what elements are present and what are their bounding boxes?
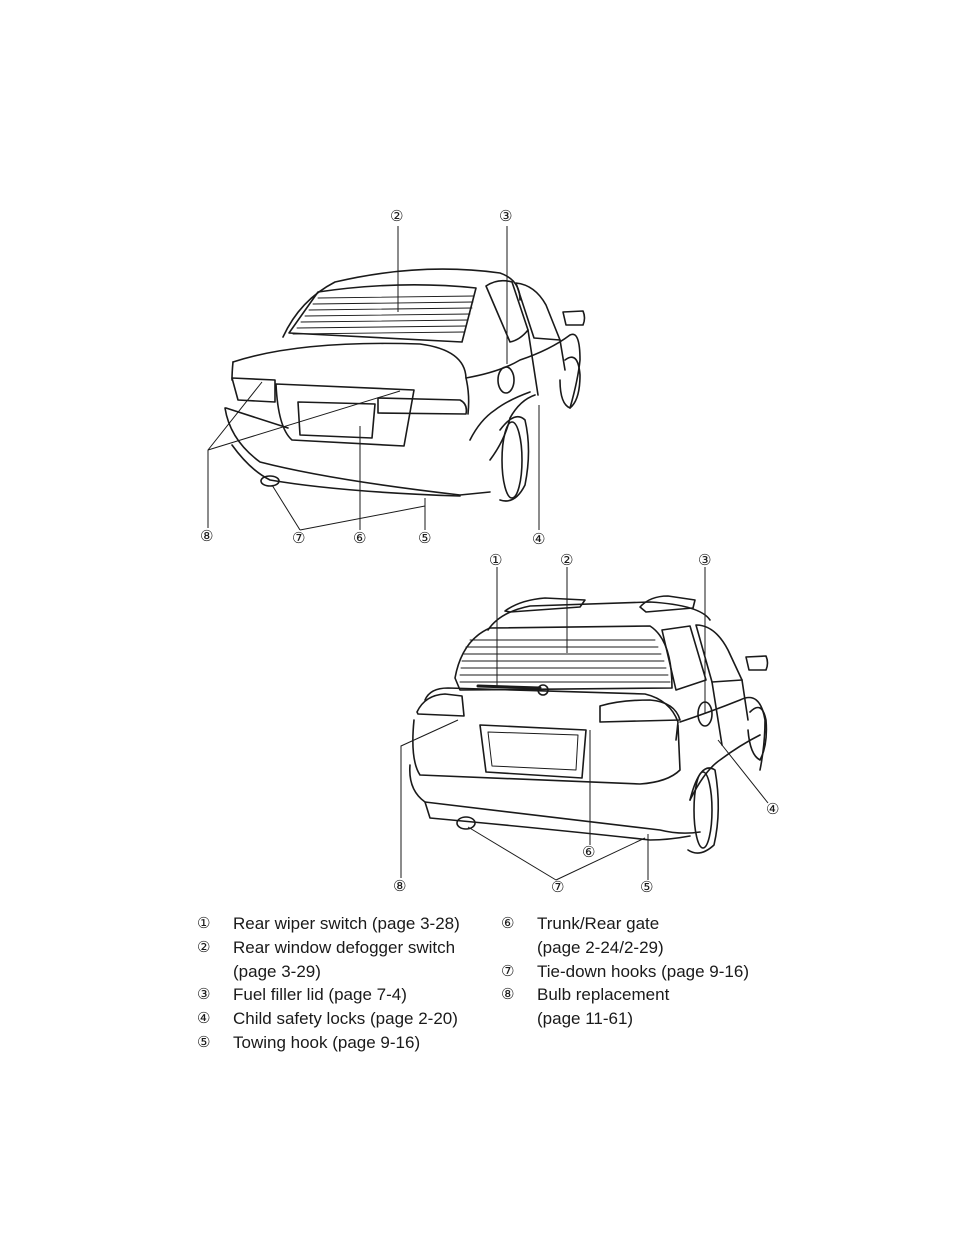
legend-text: Rear wiper switch (page 3-28) (233, 914, 460, 933)
legend-item: ⑥ Trunk/Rear gate (page 2-24/2-29) (501, 912, 801, 960)
legend-text: (page 3-29) (233, 961, 321, 981)
legend-item: ⑦ Tie-down hooks (page 9-16) (501, 960, 801, 984)
legend-number: ④ (197, 1009, 211, 1028)
legend-item: ④ Child safety locks (page 2-20) (197, 1007, 497, 1031)
legend-number: ⑧ (501, 985, 515, 1004)
callout-7: ⑦ (551, 878, 564, 896)
callout-2: ② (390, 207, 403, 225)
legend-text: Rear window defogger switch (233, 937, 456, 957)
callout-3: ③ (698, 551, 711, 569)
wagon-rear-illustration (408, 595, 769, 854)
callout-3: ③ (499, 207, 512, 225)
legend-item: ⑧ Bulb replacement (page 11-61) (501, 983, 801, 1031)
legend-text: Tie-down hooks (page 9-16) (537, 961, 749, 981)
legend-item: ① Rear wiper switch (page 3-28) (197, 912, 497, 936)
legend-text: Child safety locks (page 2-20) (233, 1009, 458, 1029)
legend-number: ② (197, 937, 211, 956)
callout-4: ④ (766, 800, 779, 818)
legend-text: (page 11-61) (537, 1009, 634, 1029)
legend-number: ③ (197, 985, 211, 1004)
legend-number: ⑦ (501, 961, 515, 980)
legend-text: Trunk/Rear gate (537, 914, 660, 933)
legend-item: ③ Fuel filler lid (page 7-4) (197, 983, 497, 1007)
legend-number: ① (197, 914, 211, 932)
legend-left-column: ① Rear wiper switch (page 3-28) ② Rear w… (197, 912, 497, 1055)
callout-5: ⑤ (640, 878, 653, 896)
callout-2: ② (560, 551, 573, 569)
bottom-callouts: ① ② ③ ④ ⑥ ⑧ ⑦ ⑤ (393, 551, 779, 896)
legend-text: Fuel filler lid (page 7-4) (233, 985, 407, 1005)
legend-right-column: ⑥ Trunk/Rear gate (page 2-24/2-29) ⑦ Tie… (501, 912, 801, 1031)
legend-item: ② Rear window defogger switch (page 3-29… (197, 936, 497, 984)
legend-text: (page 2-24/2-29) (537, 937, 664, 957)
callout-5: ⑤ (418, 529, 431, 547)
callout-4: ④ (532, 530, 545, 548)
legend-text: Bulb replacement (537, 985, 670, 1005)
sedan-rear-illustration (224, 268, 586, 502)
callout-6: ⑥ (353, 529, 366, 547)
callout-7: ⑦ (292, 529, 305, 547)
legend-text: Towing hook (page 9-16) (233, 1032, 421, 1052)
callout-6: ⑥ (582, 843, 595, 861)
callout-1: ① (489, 551, 502, 569)
top-callouts: ② ③ ⑧ ⑦ ⑥ ⑤ ④ (200, 207, 545, 548)
legend-number: ⑤ (197, 1032, 211, 1051)
callout-8: ⑧ (200, 527, 213, 545)
legend-item: ⑤ Towing hook (page 9-16) (197, 1031, 497, 1055)
legend-number: ⑥ (501, 914, 515, 932)
callout-8: ⑧ (393, 877, 406, 895)
